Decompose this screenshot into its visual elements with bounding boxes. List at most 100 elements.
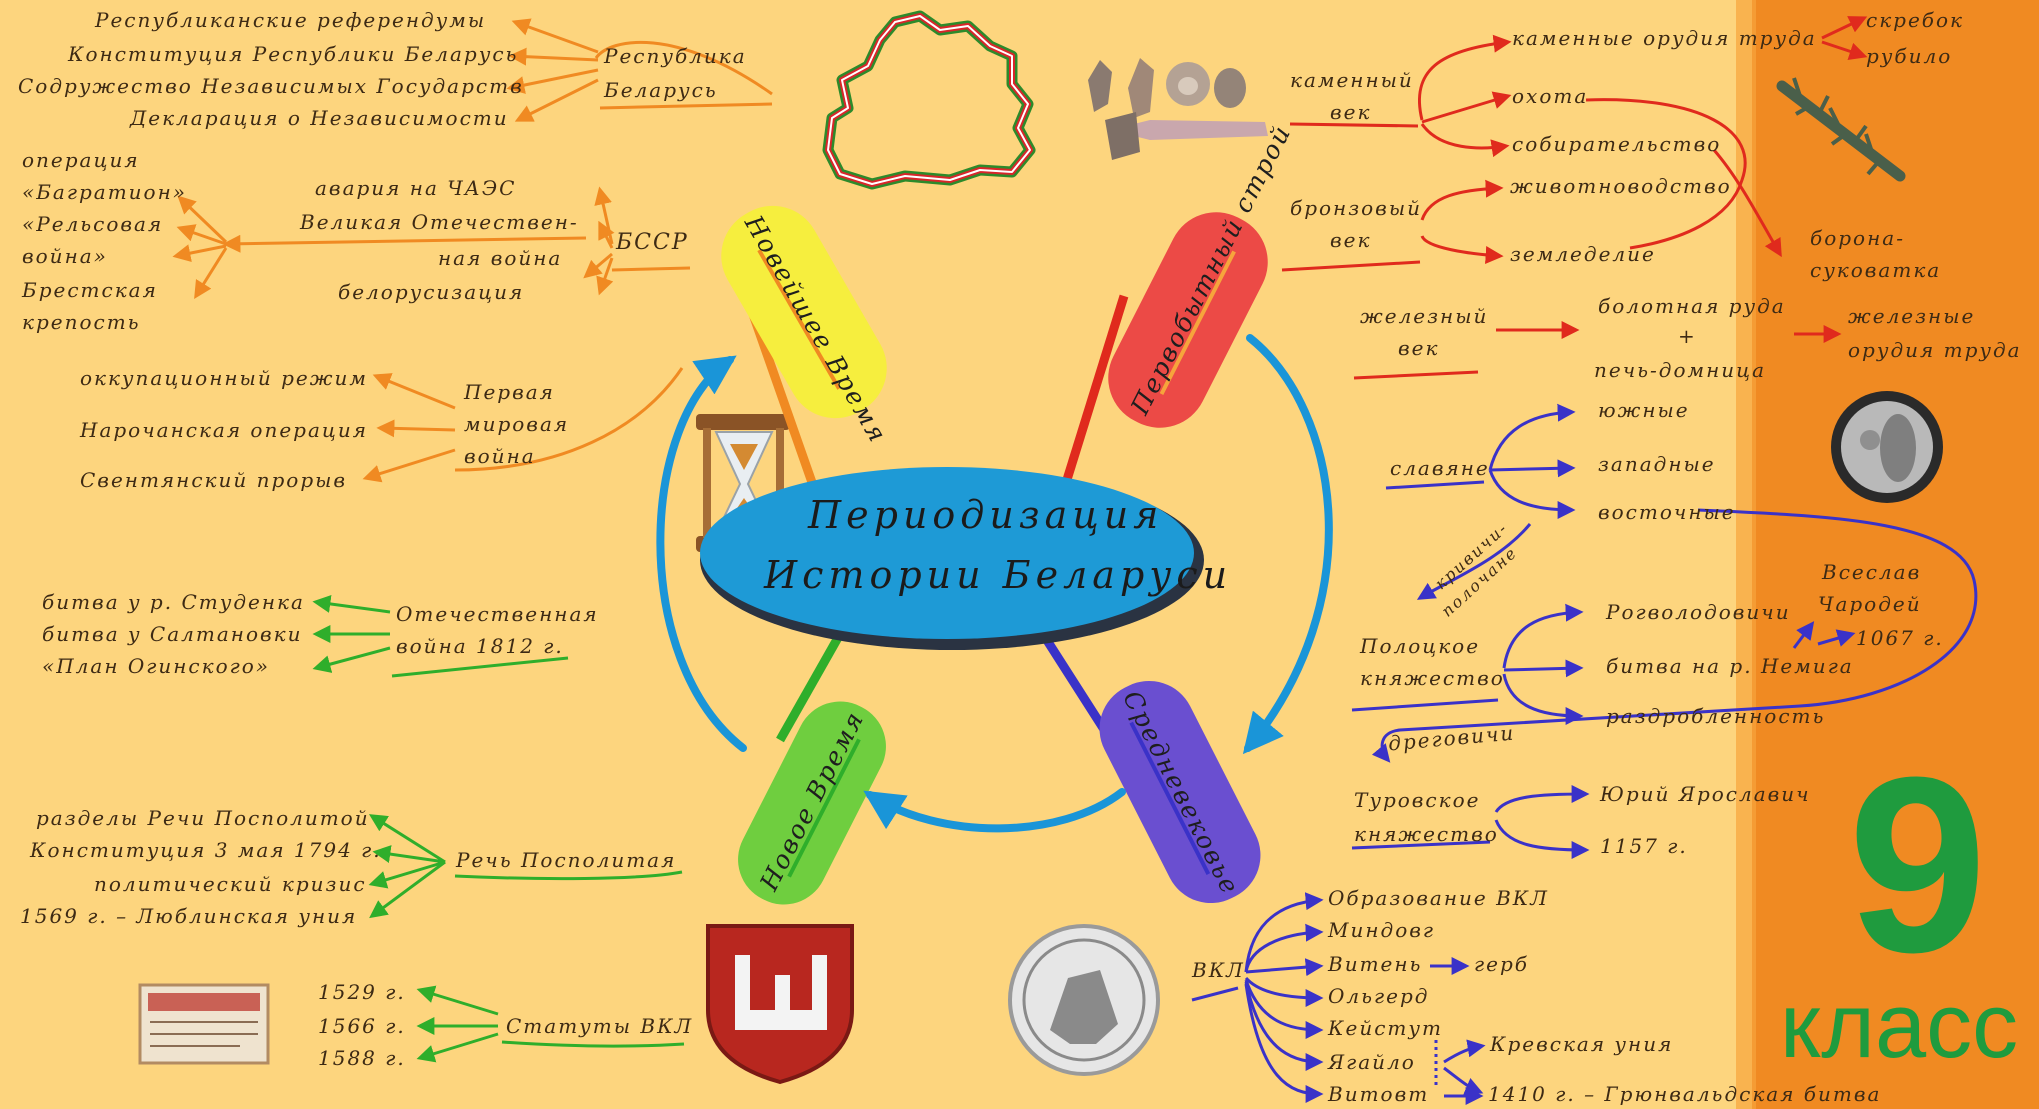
harrow-icon <box>1776 77 1906 182</box>
coin-icon <box>1831 391 1943 503</box>
iron-age-title-1: век <box>1398 336 1440 360</box>
ww1-title-2: война <box>464 444 536 468</box>
gdl-vytenis: Витень <box>1328 952 1423 976</box>
stone-age-title-1: век <box>1330 100 1372 124</box>
rp-item-lublin: 1569 г. – Люблинская уния <box>20 904 358 928</box>
bssr-title: БССР <box>616 230 689 255</box>
statute-1588: 1588 г. <box>318 1046 406 1070</box>
statute-book-icon <box>138 983 270 1065</box>
iron-tools-1: орудия труда <box>1848 338 2022 362</box>
statutes-title: Статуты ВКЛ <box>506 1014 694 1038</box>
gdl-formation: Образование ВКЛ <box>1328 886 1549 910</box>
center-title-line1: Периодизация <box>808 493 1164 537</box>
republic-title-line1: Республика <box>604 44 747 68</box>
grade-number: 9 <box>1848 725 1988 1004</box>
harrow-label-1: суковатка <box>1810 258 1942 282</box>
bronze-age-item-farming: земледелие <box>1510 242 1656 266</box>
war1812-item-studenka: битва у р. Студенка <box>42 590 305 614</box>
bronze-age-title-0: бронзовый <box>1290 196 1422 220</box>
iron-age-furnace: печь-домница <box>1594 358 1767 382</box>
ww1-title-1: мировая <box>464 412 570 436</box>
gdl-kestutis: Кейстут <box>1328 1016 1443 1040</box>
stone-age-item-gathering: собирательство <box>1512 132 1722 156</box>
rp-item-constitution: Конституция 3 мая 1794 г. <box>30 838 382 862</box>
gdl-algirdas: Ольгерд <box>1328 984 1430 1008</box>
bronze-age-title-1: век <box>1330 228 1372 252</box>
polotsk-title-1: княжество <box>1360 666 1505 690</box>
iron-age-plus: + <box>1678 324 1697 348</box>
side-panel <box>1752 0 2039 1109</box>
bssr-item-belarusization: белорусизация <box>338 280 525 304</box>
polotsk-fragmentation: раздробленность <box>1606 704 1826 728</box>
harrow-label-0: борона- <box>1810 226 1905 250</box>
bssr-op-1: «Багратион» <box>22 180 187 204</box>
ww1-title-0: Первая <box>464 380 555 404</box>
bssr-op-0: операция <box>22 148 140 172</box>
vseslav-1: Чародей <box>1818 592 1922 616</box>
coat-of-arms-icon <box>706 924 854 1085</box>
center-ellipse <box>700 467 1194 639</box>
rp-item-crisis: политический кризис <box>94 872 367 896</box>
branch-new-time-label: Новое Время <box>754 705 870 896</box>
branch-middle-ages[interactable] <box>1084 665 1277 919</box>
statute-1566: 1566 г. <box>318 1014 406 1038</box>
republic-item-declaration: Декларация о Независимости <box>130 106 509 130</box>
branch-modern[interactable] <box>704 188 905 435</box>
branch-primitive-label: Первобытный строй <box>1125 119 1297 420</box>
bssr-op-2: «Рельсовая <box>22 212 164 236</box>
slavs-south: южные <box>1598 398 1690 422</box>
stone-tools-icon <box>1088 58 1268 160</box>
stone-age-item-hunting: охота <box>1512 84 1589 108</box>
dregovichi-label: дреговичи <box>1387 720 1517 756</box>
slavs-east: восточные <box>1598 500 1736 524</box>
rp-title: Речь Посполитая <box>456 848 677 872</box>
republic-item-constitution: Конституция Республики Беларусь <box>68 42 519 66</box>
polotsk-title-0: Полоцкое <box>1360 634 1481 658</box>
republic-item-referendums: Республиканские референдумы <box>95 8 487 32</box>
bssr-item-chernobyl: авария на ЧАЭС <box>315 176 517 200</box>
branch-modern-label: Новейшее Время <box>738 210 894 449</box>
gdl-coat: герб <box>1474 952 1529 976</box>
gdl-mindaugas: Миндовг <box>1328 918 1435 942</box>
stone-age-item-tools: каменные орудия труда <box>1512 26 1817 50</box>
bssr-item-war-line1: Великая Отечествен- <box>300 210 579 234</box>
polotsk-nemiga: битва на р. Немига <box>1606 654 1854 678</box>
bronze-age-item-cattle: животноводство <box>1510 174 1732 198</box>
iron-age-ore: болотная руда <box>1598 294 1786 318</box>
war1812-item-oginsky: «План Огинского» <box>42 654 270 678</box>
gdl-grunwald: 1410 г. – Грюнвальдская битва <box>1488 1082 1882 1106</box>
bssr-item-war-line2: ная война <box>438 246 563 270</box>
ww1-item-occupation: оккупационный режим <box>80 366 368 390</box>
branch-new-time[interactable] <box>723 686 901 919</box>
gdl-krevo: Кревская уния <box>1490 1032 1674 1056</box>
vseslav-0: Всеслав <box>1822 560 1922 584</box>
ww1-item-naroch: Нарочанская операция <box>80 418 368 442</box>
gdl-title: ВКЛ <box>1192 958 1245 982</box>
grade-word: класс <box>1780 975 2019 1077</box>
vseslav-2: 1067 г. <box>1856 626 1944 650</box>
war1812-title-1: война 1812 г. <box>396 634 564 658</box>
republic-item-cis: Содружество Независимых Государств <box>18 74 524 98</box>
statute-1529: 1529 г. <box>318 980 406 1004</box>
stone-tool-scraper: скребок <box>1866 8 1964 32</box>
war1812-item-saltanovka: битва у Салтановки <box>42 622 303 646</box>
branch-middle-ages-label: Средневековье <box>1117 685 1246 900</box>
turov-yuri: Юрий Ярославич <box>1600 782 1811 806</box>
bssr-op-4: Брестская <box>22 278 158 302</box>
bssr-op-3: война» <box>22 244 108 268</box>
turov-title-1: княжество <box>1354 822 1499 846</box>
iron-tools-0: железные <box>1848 304 1976 328</box>
stone-age-title-0: каменный <box>1290 68 1414 92</box>
stone-tool-chopper: рубило <box>1866 44 1953 68</box>
branch-primitive[interactable] <box>1092 196 1285 445</box>
turov-title-0: Туровское <box>1354 788 1481 812</box>
ww1-item-sventyany: Свентянский прорыв <box>80 468 348 492</box>
polotsk-rogvolod: Рогволодовичи <box>1606 600 1791 624</box>
gdl-jogaila: Ягайло <box>1328 1050 1416 1074</box>
turov-1157: 1157 г. <box>1600 834 1688 858</box>
rp-item-partitions: разделы Речи Посполитой <box>36 806 370 830</box>
seal-icon <box>1008 924 1160 1076</box>
slavs-west: западные <box>1598 452 1716 476</box>
